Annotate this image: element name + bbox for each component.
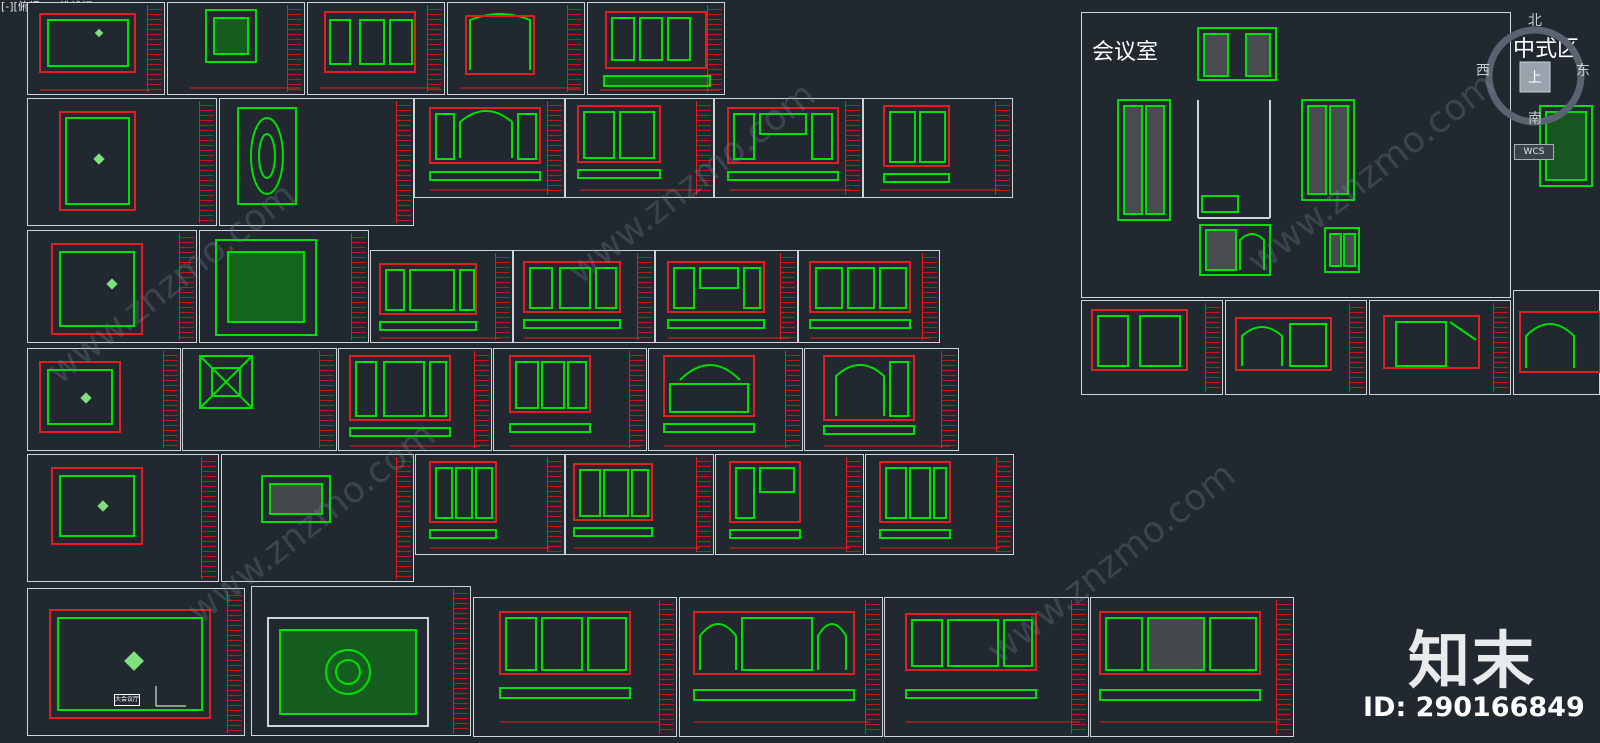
compass-south[interactable]: 南 [1528,111,1542,127]
floorplan-room-tag: 大会议厅 [114,694,140,706]
drawing-sheet[interactable] [414,98,565,198]
compass-west[interactable]: 西 [1476,63,1490,79]
drawing-sheet[interactable] [1369,300,1511,395]
drawing-sheet[interactable] [493,348,647,451]
drawing-sheet[interactable] [648,348,803,451]
drawing-sheet[interactable] [655,250,798,343]
drawing-sheet[interactable] [863,98,1013,198]
viewcube-ring-icon [1485,26,1585,126]
drawing-sheet[interactable] [27,98,217,226]
room-label: 会议室 [1092,40,1159,65]
drawing-sheet[interactable] [1090,597,1294,737]
drawing-sheet[interactable] [1513,290,1600,395]
drawing-sheet[interactable] [370,250,513,343]
drawing-sheet[interactable] [27,454,219,582]
watermark-logo: 知末 [1408,624,1537,697]
drawing-sheet[interactable] [251,586,471,736]
drawing-sheet[interactable] [473,597,677,737]
drawing-sheet[interactable] [565,454,714,555]
drawing-sheet[interactable] [415,454,565,555]
drawing-sheet[interactable] [199,230,369,343]
drawing-sheet[interactable] [1225,300,1367,395]
drawing-sheet[interactable] [447,2,585,95]
viewcube-face-top[interactable]: 上 [1528,70,1542,86]
drawing-sheet[interactable] [27,2,165,95]
drawing-sheet[interactable] [27,588,245,736]
drawing-sheet[interactable] [679,597,883,737]
viewcube-navigator[interactable]: 北 南 东 西 上 [1470,10,1600,160]
drawing-sheet[interactable] [715,454,864,555]
drawing-sheet[interactable] [513,250,655,343]
drawing-sheet[interactable] [307,2,445,95]
watermark-id: ID: 290166849 [1363,692,1585,723]
drawing-sheet[interactable] [27,348,181,451]
drawing-sheet[interactable] [804,348,959,451]
drawing-sheet[interactable] [587,2,725,95]
drawing-sheet[interactable] [338,348,492,451]
compass-east[interactable]: 东 [1576,63,1590,79]
drawing-sheet[interactable] [219,98,414,226]
drawing-sheet[interactable] [714,98,863,198]
drawing-sheet[interactable] [865,454,1014,555]
drawing-sheet[interactable] [798,250,940,343]
wcs-menu-button[interactable]: WCS [1514,144,1554,160]
drawing-sheet[interactable] [167,2,305,95]
drawing-sheet[interactable] [1081,300,1223,395]
compass-north[interactable]: 北 [1528,13,1542,29]
drawing-sheet[interactable] [27,230,197,343]
drawing-sheet[interactable] [565,98,714,198]
drawing-sheet[interactable] [221,454,414,582]
drawing-sheet[interactable] [182,348,337,451]
drawing-sheet[interactable] [884,597,1089,737]
